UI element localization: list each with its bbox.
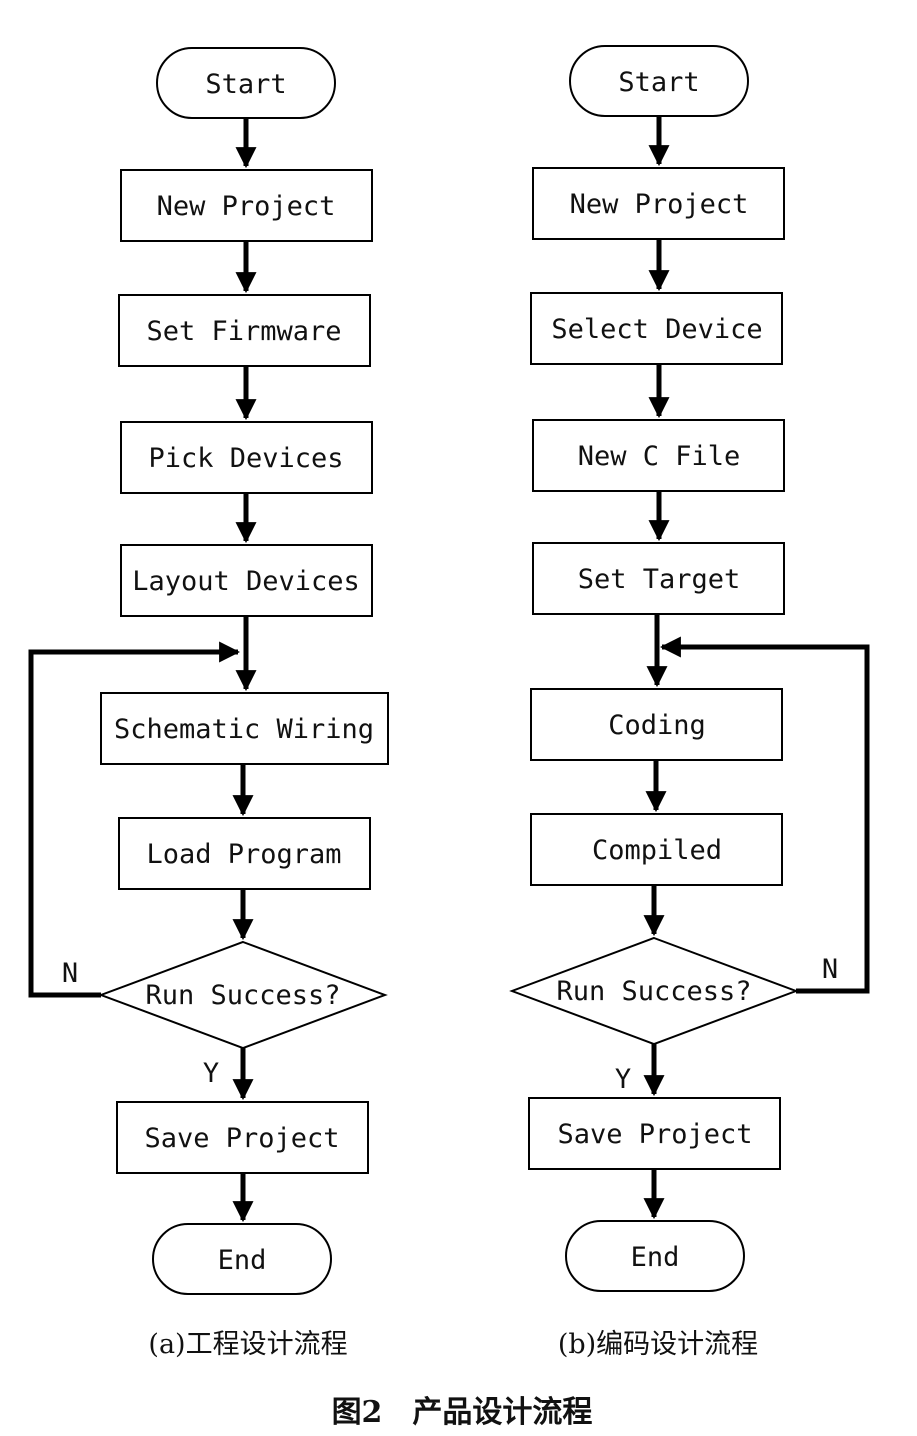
right-no-label: N [822,954,838,985]
left-layout-devices-label: Layout Devices [132,566,360,597]
right-compiled-label: Compiled [592,835,722,866]
figure-title: 图2 产品设计流程 [332,1395,593,1430]
left-schematic-wiring-label: Schematic Wiring [114,714,374,745]
right-select-device-label: Select Device [551,314,762,345]
right-new-project-label: New Project [570,189,749,220]
left-end-label: End [218,1245,267,1276]
right-labels: Start New Project Select Device New C Fi… [551,67,838,1273]
right-caption: (b)编码设计流程 [558,1329,758,1360]
right-new-c-file-label: New C File [578,441,741,472]
right-decision-label: Run Success? [556,976,751,1007]
left-flowchart [28,47,389,1295]
left-labels: Start New Project Set Firmware Pick Devi… [62,69,374,1276]
left-caption: (a)工程设计流程 [148,1329,347,1360]
left-pick-devices-label: Pick Devices [148,443,343,474]
right-end-label: End [631,1242,680,1273]
left-no-loop-line [28,649,222,998]
left-load-program-label: Load Program [146,839,341,870]
right-end-terminal [565,1220,745,1292]
left-new-project-label: New Project [157,191,336,222]
right-start-label: Start [618,67,699,98]
left-end-terminal [152,1223,332,1295]
right-yes-label: Y [615,1064,631,1095]
right-no-loop-line [684,644,870,994]
left-no-label: N [62,958,78,989]
left-decision-label: Run Success? [145,980,340,1011]
left-start-label: Start [205,69,286,100]
left-save-project-label: Save Project [144,1123,339,1154]
left-yes-label: Y [203,1058,219,1089]
right-coding-label: Coding [608,710,706,741]
left-set-firmware-label: Set Firmware [146,316,341,347]
right-set-target-label: Set Target [578,564,741,595]
right-save-project-label: Save Project [557,1119,752,1150]
right-flowchart [509,45,870,1292]
